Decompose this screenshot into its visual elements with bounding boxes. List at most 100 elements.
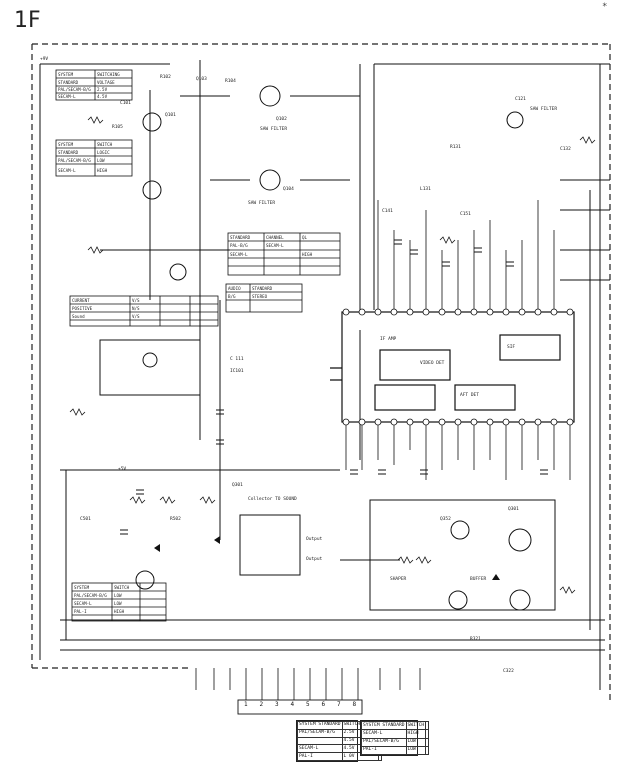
- table-cell: LOW: [405, 737, 427, 747]
- main-wiring: [39, 60, 610, 690]
- svg-text:LOW: LOW: [97, 158, 105, 163]
- svg-text:POSITIVE: POSITIVE: [72, 306, 93, 311]
- connector-pin-label: 5: [305, 701, 310, 708]
- svg-text:QL: QL: [302, 235, 308, 240]
- table-cell: LOW: [405, 745, 427, 756]
- main-ic: [330, 311, 575, 423]
- svg-text:SIF: SIF: [507, 344, 515, 350]
- svg-text:C121: C121: [515, 96, 526, 102]
- table-cell: SECAM-L: [361, 729, 407, 739]
- svg-text:N/S: N/S: [132, 306, 140, 311]
- table-cell: [425, 729, 430, 739]
- svg-text:R502: R502: [170, 516, 181, 522]
- svg-text:SYSTEM: SYSTEM: [58, 142, 74, 147]
- svg-text:Q301: Q301: [508, 506, 519, 512]
- svg-text:AUDIO: AUDIO: [228, 286, 241, 291]
- connector-pin-label: 7: [336, 701, 341, 708]
- connector-pin-label: 1: [243, 701, 248, 708]
- table-cell: HIGH: [405, 729, 427, 739]
- connector-pin-label: 2: [259, 701, 264, 708]
- svg-text:LOW: LOW: [114, 601, 122, 606]
- table-cell: [425, 737, 430, 747]
- svg-text:PAL/SECAM-B/G: PAL/SECAM-B/G: [58, 87, 91, 92]
- svg-text:R131: R131: [450, 144, 461, 150]
- svg-text:Output: Output: [306, 536, 323, 542]
- svg-text:SAW FILTER: SAW FILTER: [248, 200, 275, 206]
- svg-text:B/G: B/G: [228, 294, 236, 299]
- capacitors: [120, 239, 548, 535]
- ic-pins-top: [342, 308, 574, 316]
- connector-pin-label: 4: [290, 701, 295, 708]
- table-cell: [425, 745, 430, 756]
- table-cell: SYSTEM STANDARD: [361, 720, 407, 731]
- svg-text:SWITCHING: SWITCHING: [97, 72, 120, 77]
- svg-text:Q103: Q103: [196, 76, 207, 82]
- svg-text:Collector TO SOUND: Collector TO SOUND: [248, 496, 297, 502]
- table-cell: [297, 736, 343, 746]
- svg-text:IF AMP: IF AMP: [380, 336, 397, 342]
- svg-text:L131: L131: [420, 186, 431, 192]
- table-cell: SECAM-L: [297, 744, 343, 754]
- resistors: [69, 116, 596, 594]
- svg-text:C132: C132: [560, 146, 571, 152]
- svg-text:V/S: V/S: [132, 298, 140, 303]
- svg-text:PAL-I: PAL-I: [74, 609, 87, 614]
- svg-text:STANDARD: STANDARD: [58, 80, 79, 85]
- svg-text:Q101: Q101: [165, 112, 176, 118]
- svg-text:PAL/SECAM-B/G: PAL/SECAM-B/G: [74, 593, 107, 598]
- svg-text:Q102: Q102: [276, 116, 287, 122]
- svg-text:SYSTEM: SYSTEM: [58, 72, 74, 77]
- svg-text:SECAM-L: SECAM-L: [58, 168, 76, 173]
- table-cell: SWITCH: [405, 720, 427, 731]
- diodes: [154, 536, 500, 580]
- svg-text:C322: C322: [503, 668, 514, 674]
- svg-text:STEREO: STEREO: [252, 294, 268, 299]
- bottom-connector-leads: [195, 668, 421, 700]
- svg-text:AFT DET: AFT DET: [460, 392, 479, 398]
- svg-text:SHAPER: SHAPER: [390, 576, 407, 582]
- svg-text:LOGIC: LOGIC: [97, 150, 110, 155]
- svg-text:IC101: IC101: [230, 368, 244, 374]
- svg-text:Q104: Q104: [283, 186, 294, 192]
- system-tables-left: [55, 69, 341, 622]
- svg-text:PAL/SECAM-B/G: PAL/SECAM-B/G: [58, 158, 91, 163]
- table-cell: PAL-I: [297, 752, 343, 761]
- svg-text:HIGH: HIGH: [114, 609, 125, 614]
- svg-text:HIGH: HIGH: [97, 168, 108, 173]
- table-cell: PAL-I: [361, 745, 407, 756]
- svg-text:C141: C141: [382, 208, 393, 214]
- svg-text:SECAM-L: SECAM-L: [74, 601, 92, 606]
- svg-text:CURRENT: CURRENT: [72, 298, 90, 303]
- svg-text:Sound: Sound: [72, 314, 85, 319]
- sheet-border: [31, 43, 612, 700]
- svg-text:R102: R102: [160, 74, 171, 80]
- table-cell: PAL/SECAM-B/G: [361, 737, 407, 747]
- ic-leads: [345, 200, 571, 480]
- svg-text:R104: R104: [225, 78, 236, 84]
- svg-text:C151: C151: [460, 211, 471, 217]
- corner-mark: *: [602, 2, 608, 12]
- transistors: [135, 85, 532, 611]
- svg-text:CHANNEL: CHANNEL: [266, 235, 284, 240]
- svg-text:SWITCH: SWITCH: [114, 585, 130, 590]
- svg-text:R321: R321: [470, 636, 481, 642]
- svg-text:LOW: LOW: [114, 593, 122, 598]
- svg-text:Q352: Q352: [440, 516, 451, 522]
- connector-pin-label: 3: [274, 701, 279, 708]
- table-cell: [425, 720, 430, 731]
- svg-text:V/S: V/S: [132, 314, 140, 319]
- system-tables-text: SYSTEM SWITCHING STANDARD VOLTAGE PAL/SECA…: [58, 72, 313, 614]
- svg-text:VIDEO DET: VIDEO DET: [420, 360, 445, 366]
- svg-text:C101: C101: [120, 100, 131, 106]
- connector-pin-label: 8: [352, 701, 357, 708]
- svg-text:VOLTAGE: VOLTAGE: [97, 80, 115, 85]
- svg-text:SWITCH: SWITCH: [97, 142, 113, 147]
